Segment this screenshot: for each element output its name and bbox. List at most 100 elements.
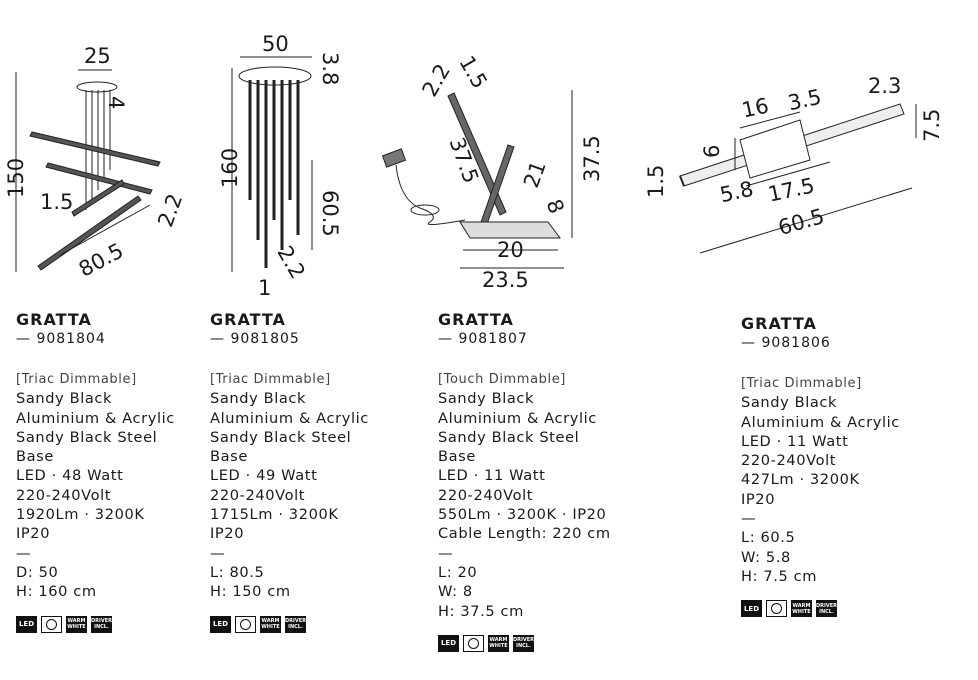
- spec-line: H: 7.5 cm: [741, 567, 818, 585]
- product-name: GRATTA: [741, 314, 817, 333]
- dim-label: 7.5: [920, 108, 944, 142]
- dimming-type: [Triac Dimmable]: [741, 376, 862, 391]
- led-icon: LED: [741, 600, 762, 618]
- warm-white-icon: WARM WHITE: [66, 615, 87, 633]
- spec-line: LED · 48 Watt: [16, 467, 124, 485]
- product-code: — 9081807: [438, 331, 528, 347]
- dim-label: 1.5: [644, 164, 668, 198]
- spec-line: D: 50: [16, 563, 59, 581]
- product-name: GRATTA: [16, 310, 92, 329]
- spec-line: IP20: [741, 490, 776, 508]
- driver-incl-icon: DRIVER INCL.: [513, 634, 534, 652]
- product-card: GRATTA — 9081804 [Triac Dimmable] Sandy Bla…: [16, 310, 226, 633]
- product-card: GRATTA — 9081807 [Touch Dimmable] Sandy Bla…: [438, 310, 648, 652]
- spec-line: Aluminium & Acrylic: [438, 409, 597, 427]
- dim-label: 3.8: [318, 52, 342, 86]
- warm-white-icon: WARM WHITE: [260, 615, 281, 633]
- dim-label: 1: [258, 276, 272, 300]
- dim-label: 150: [4, 157, 28, 198]
- spec-line: 1715Lm · 3200K: [210, 506, 339, 524]
- spec-line: 220-240Volt: [741, 452, 837, 470]
- spec-line: W: 5.8: [741, 548, 791, 566]
- spec-line: —: [438, 544, 454, 562]
- product-card: GRATTA— 9081806[Triac Dimmable]Sandy Bla…: [741, 314, 951, 618]
- product-code: — 9081805: [210, 331, 300, 347]
- led-icon: LED: [438, 634, 459, 652]
- spec-line: LED · 11 Watt: [438, 467, 546, 485]
- dimmable-icon: [41, 615, 62, 633]
- dimming-type: [Triac Dimmable]: [16, 372, 137, 387]
- spec-line: —: [210, 544, 226, 562]
- dim-label: 2.3: [868, 74, 902, 98]
- dim-label: 50: [262, 32, 289, 56]
- spec-line: Aluminium & Acrylic: [741, 413, 900, 431]
- spec-line: 220-240Volt: [16, 486, 112, 504]
- spec-line: LED · 49 Watt: [210, 467, 318, 485]
- product-code: — 9081804: [16, 331, 106, 347]
- driver-incl-icon: DRIVER INCL.: [285, 615, 306, 633]
- dim-label: 60.5: [318, 190, 342, 237]
- spec-line: Base: [210, 448, 248, 466]
- spec-line: 427Lm · 3200K: [741, 471, 860, 489]
- spec-line: W: 8: [438, 583, 473, 601]
- led-icon: LED: [210, 615, 231, 633]
- spec-line: L: 20: [438, 563, 478, 581]
- spec-line: Base: [438, 448, 476, 466]
- dim-label: 20: [497, 238, 524, 262]
- spec-line: Sandy Black Steel: [16, 428, 158, 446]
- spec-line: H: 160 cm: [16, 583, 97, 601]
- dim-label: 6: [700, 144, 724, 158]
- spec-line: Sandy Black: [16, 390, 113, 408]
- dim-label: 23.5: [482, 268, 529, 292]
- product-name: GRATTA: [210, 310, 286, 329]
- dim-label: 37.5: [580, 135, 604, 182]
- product-code: — 9081806: [741, 335, 831, 351]
- technical-drawings: [15, 56, 917, 272]
- spec-line: LED · 11 Watt: [741, 432, 849, 450]
- spec-line: L: 60.5: [741, 529, 796, 547]
- dim-label: 1.5: [40, 190, 74, 214]
- spec-line: Cable Length: 220 cm: [438, 525, 611, 543]
- spec-line: 220-240Volt: [438, 486, 534, 504]
- dim-label: 160: [218, 147, 242, 188]
- spec-line: Sandy Black Steel: [438, 428, 580, 446]
- drawing-9081805: [231, 56, 313, 272]
- spec-line: 220-240Volt: [210, 486, 306, 504]
- spec-line: IP20: [210, 525, 245, 543]
- spec-line: Aluminium & Acrylic: [210, 409, 369, 427]
- driver-incl-icon: DRIVER INCL.: [816, 600, 837, 618]
- spec-line: Sandy Black Steel: [210, 428, 352, 446]
- dim-label: 25: [84, 44, 111, 68]
- led-icon: LED: [16, 615, 37, 633]
- spec-line: Aluminium & Acrylic: [16, 409, 175, 427]
- drawing-9081804: [15, 69, 161, 272]
- spec-line: 550Lm · 3200K · IP20: [438, 506, 607, 524]
- spec-line: —: [741, 510, 757, 528]
- drawing-9081806: [679, 103, 917, 254]
- drawing-9081807: [381, 90, 573, 269]
- spec-line: H: 37.5 cm: [438, 602, 524, 620]
- dim-label: 4: [104, 96, 128, 110]
- dimmable-icon: [766, 600, 787, 618]
- spec-line: H: 150 cm: [210, 583, 291, 601]
- dimming-type: [Triac Dimmable]: [210, 372, 331, 387]
- spec-line: Base: [16, 448, 54, 466]
- product-name: GRATTA: [438, 310, 514, 329]
- dim-label: 16: [739, 93, 771, 123]
- driver-incl-icon: DRIVER INCL.: [91, 615, 112, 633]
- spec-line: 1920Lm · 3200K: [16, 506, 145, 524]
- dimmable-icon: [463, 634, 484, 652]
- product-card: GRATTA— 9081805[Triac Dimmable]Sandy Bla…: [210, 310, 420, 633]
- dimming-type: [Touch Dimmable]: [438, 372, 566, 387]
- spec-line: Sandy Black: [438, 390, 535, 408]
- warm-white-icon: WARM WHITE: [488, 634, 509, 652]
- spec-line: L: 80.5: [210, 563, 265, 581]
- warm-white-icon: WARM WHITE: [791, 600, 812, 618]
